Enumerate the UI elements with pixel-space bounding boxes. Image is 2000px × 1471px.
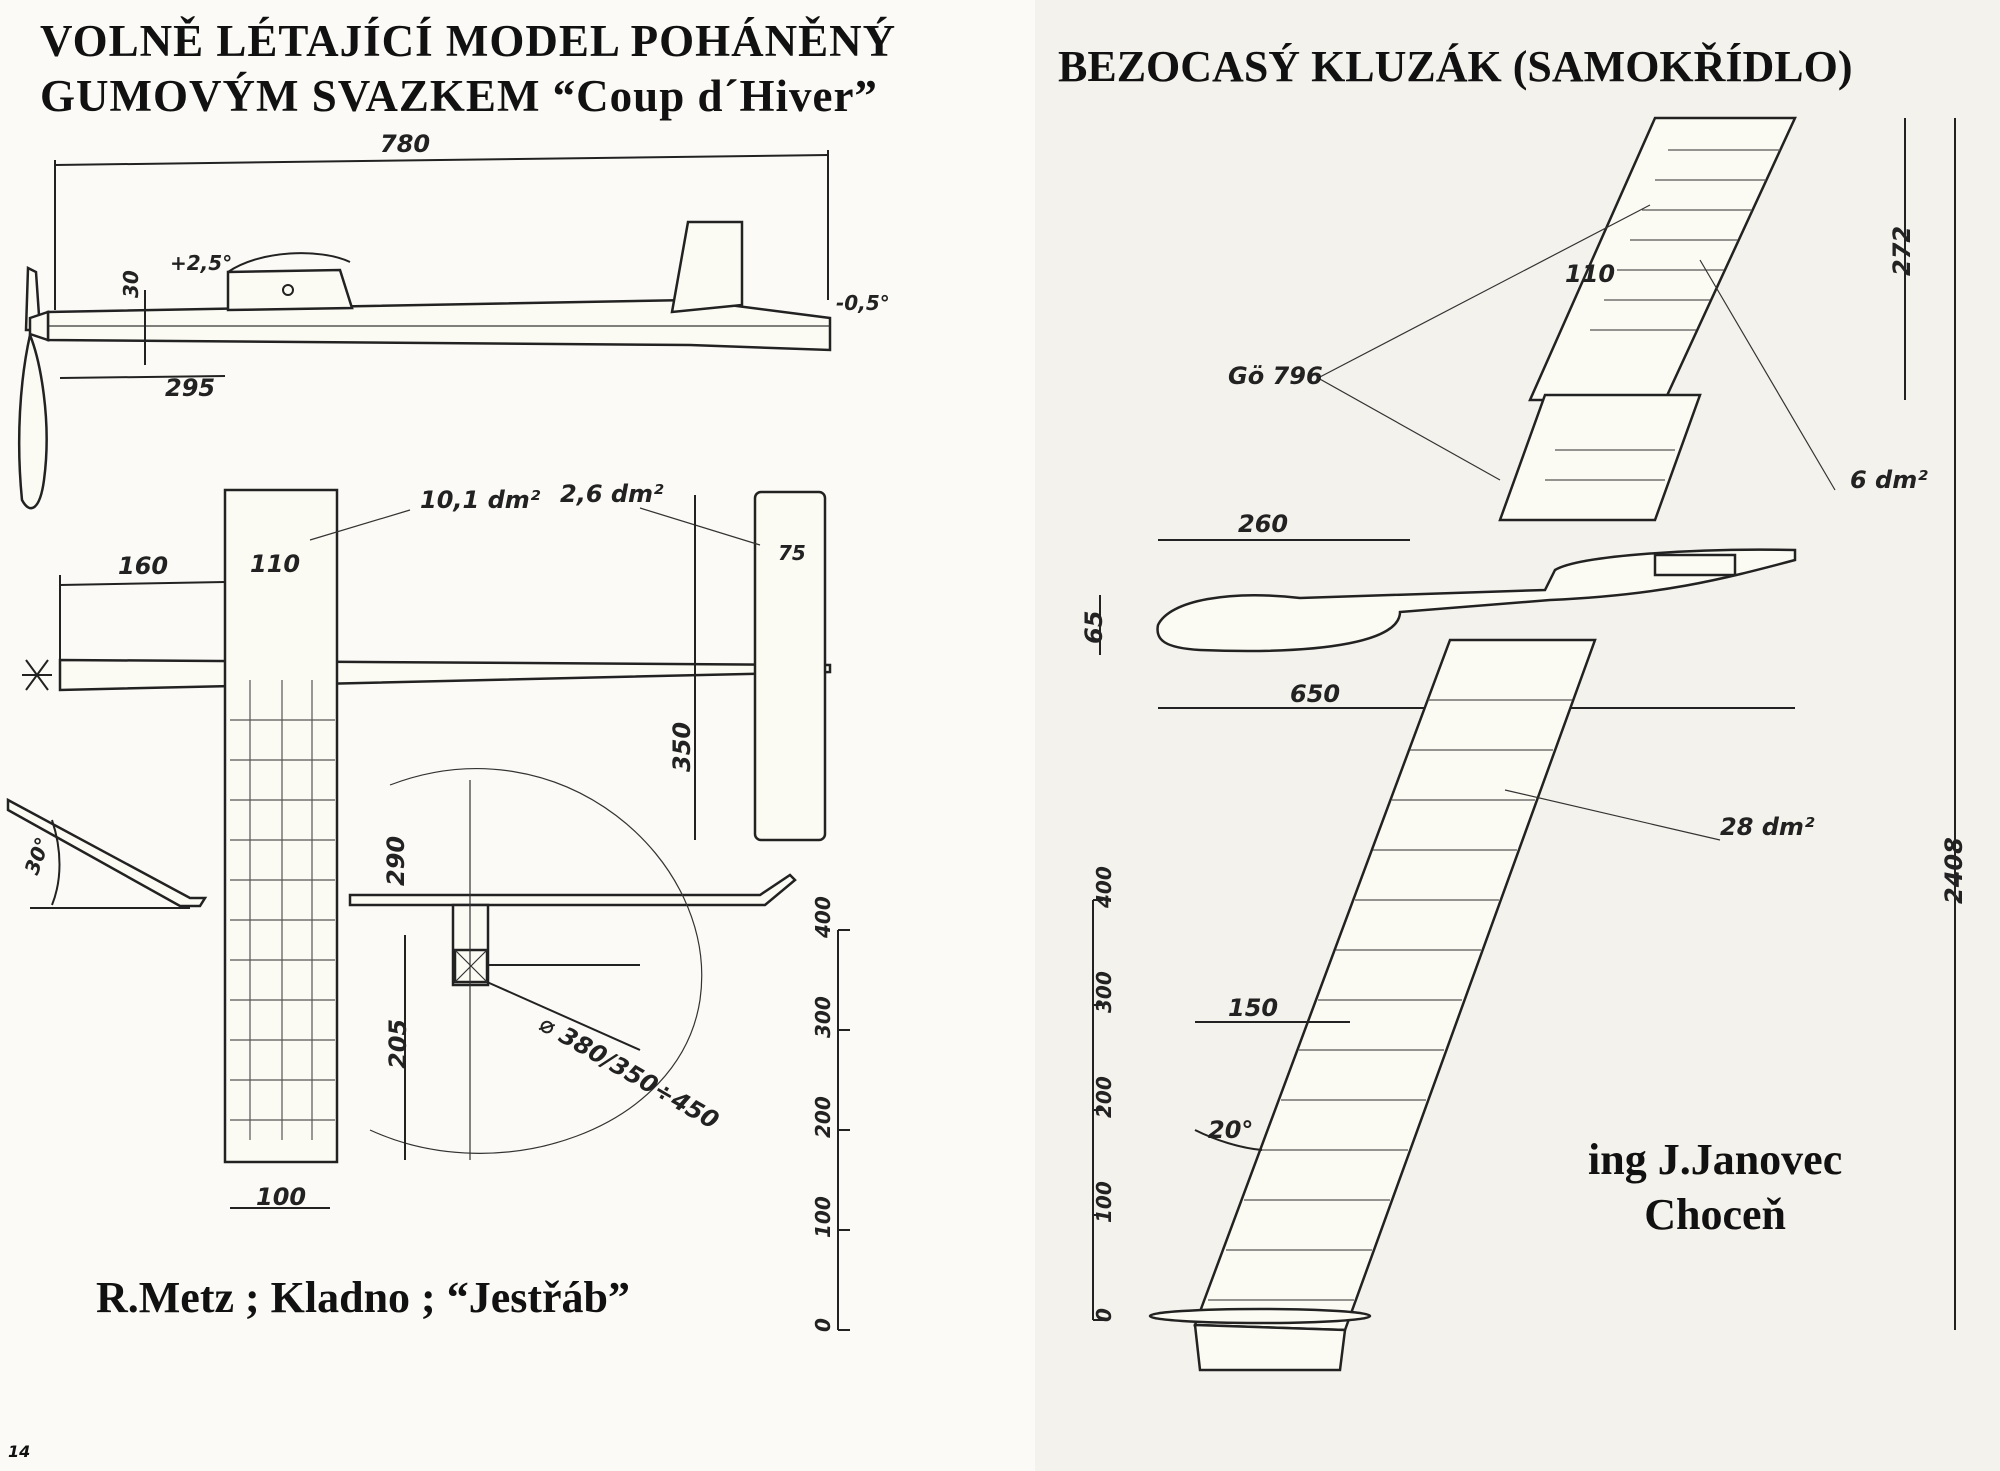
scale-tick-100-right: 100 — [1092, 1181, 1116, 1223]
left-sheet — [0, 0, 1035, 1471]
glider-canopy-grid — [1653, 553, 1737, 577]
dim-wing-chord: 110 — [250, 550, 300, 578]
left-credit: R.Metz ; Kladno ; “Jestřáb” — [96, 1273, 631, 1322]
scale-tick-200: 200 — [811, 1096, 835, 1138]
scale-tick-300: 300 — [811, 996, 835, 1038]
dim-wing-area: 10,1 dm² — [420, 486, 541, 514]
glider-fin-view: 272 110 Gö 796 6 dm² — [1228, 116, 1928, 522]
scale-tick-400: 400 — [811, 896, 835, 939]
dim-dihedral: 30° — [20, 834, 55, 878]
right-credit-line1: ing J.Janovec — [1588, 1135, 1843, 1184]
dim-272: 272 — [1888, 226, 1916, 276]
dim-tail-area: 2,6 dm² — [560, 480, 664, 508]
scale-tick-100: 100 — [811, 1196, 835, 1238]
left-title-line2: GUMOVÝM SVAZKEM “Coup d´Hiver” — [40, 71, 878, 121]
dim-tail-span: 350 — [668, 722, 696, 772]
dim-fuselage-height: 30 — [119, 270, 143, 298]
dim-wing-incidence: +2,5° — [170, 251, 232, 275]
main-wing — [223, 488, 339, 1164]
dim-propeller-diameter: ⌀ 380/350÷450 — [535, 1010, 724, 1135]
wing-ribs — [230, 680, 335, 1140]
left-scale-bar: 0 100 200 300 400 — [811, 896, 850, 1332]
dim-length: 650 — [1290, 680, 1340, 708]
right-credit: ing J.Janovec Choceň — [1588, 1132, 1842, 1242]
scale-tick-400-right: 400 — [1092, 866, 1116, 909]
glider-wing-half — [1193, 638, 1597, 1332]
nose-block — [28, 310, 50, 342]
stabilizer — [753, 490, 827, 842]
fin-ribs — [1545, 149, 1780, 481]
left-title: VOLNĚ LÉTAJÍCÍ MODEL POHÁNĚNÝ GUMOVÝM SV… — [40, 14, 896, 124]
dim-110: 110 — [1565, 260, 1615, 288]
page-number: 14 — [8, 1442, 31, 1461]
dim-65: 65 — [1080, 611, 1108, 644]
top-view: 160 110 10,1 dm² 2,6 dm² 75 350 — [22, 480, 832, 1164]
scale-tick-200-right: 200 — [1092, 1076, 1116, 1118]
fin-panel-upper — [1528, 116, 1797, 402]
dim-tail-incidence: -0,5° — [836, 291, 890, 315]
dim-205: 205 — [384, 1019, 412, 1069]
front-wing — [348, 873, 797, 907]
dim-tip-chord: 100 — [256, 1183, 306, 1211]
dim-290: 290 — [382, 836, 410, 886]
fin-panel-lower — [1498, 393, 1702, 522]
right-credit-line2: Choceň — [1644, 1190, 1786, 1239]
dim-260: 260 — [1238, 510, 1288, 538]
dim-wing-area: 28 dm² — [1720, 813, 1815, 841]
fin — [670, 220, 744, 314]
glider-wing-ribs — [1208, 699, 1572, 1301]
dim-fin-area: 6 dm² — [1850, 466, 1928, 494]
dim-150: 150 — [1228, 994, 1278, 1022]
scale-tick-0: 0 — [811, 1318, 835, 1332]
glider-wing-plan: 28 dm² 2408 150 20° — [1148, 118, 1968, 1372]
dim-tail-chord: 75 — [778, 541, 806, 565]
fuselage-top — [58, 658, 832, 692]
scale-tick-300-right: 300 — [1092, 971, 1116, 1013]
scale-tick-0-right: 0 — [1092, 1308, 1116, 1322]
dim-nose-offset: 160 — [118, 552, 168, 580]
dim-span: 2408 — [1940, 837, 1968, 904]
dim-sweep: 20° — [1208, 1116, 1253, 1144]
side-view: 780 +2,5° -0,5° 30 295 — [17, 130, 890, 510]
right-scale-bar: 0 100 200 300 400 — [1092, 866, 1116, 1322]
glider-wing-root — [1193, 1323, 1347, 1372]
left-title-line1: VOLNĚ LÉTAJÍCÍ MODEL POHÁNĚNÝ — [40, 16, 897, 66]
dim-nose-to-wing: 295 — [165, 374, 215, 402]
right-title: BEZOCASÝ KLUZÁK (SAMOKŘÍDLO) — [1058, 42, 1853, 91]
dim-overall-length: 780 — [380, 130, 430, 158]
propeller-lower-blade — [17, 330, 48, 510]
dihedral-detail: 30° — [6, 797, 208, 909]
wing-dihedral-panel — [6, 797, 208, 908]
wing-pylon — [226, 268, 354, 312]
glider-root-profile — [1148, 1307, 1372, 1325]
dim-profile: Gö 796 — [1228, 362, 1323, 390]
